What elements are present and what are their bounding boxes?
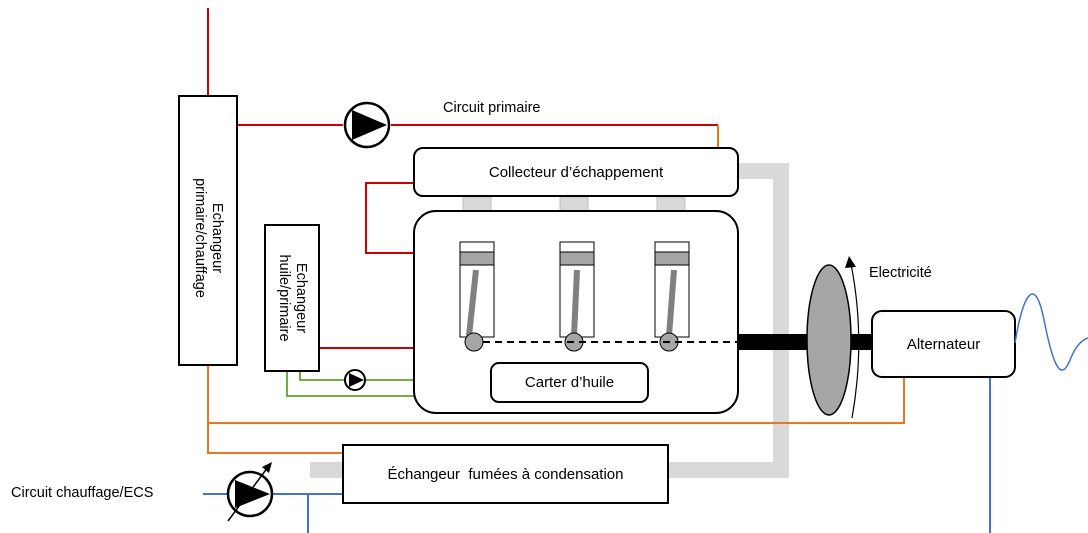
echangeur-huile-label-line2: huile/primaire xyxy=(276,254,292,342)
exhaust-port-3 xyxy=(656,196,686,212)
carter-label: Carter d’huile xyxy=(524,374,615,391)
echangeur-primaire-box xyxy=(178,95,238,366)
heating-circuit-pipes xyxy=(203,377,991,533)
echangeur-fumees-box xyxy=(342,444,669,504)
echangeur-huile-label-line1: Echangeur xyxy=(293,262,309,334)
piston-2 xyxy=(559,241,595,352)
echangeur-primaire-label-line1: Echangeur xyxy=(209,202,225,274)
electricite-label: Electricité xyxy=(869,265,932,281)
hot-circuit-pipes xyxy=(207,125,905,454)
electricity-wave-icon xyxy=(1014,293,1088,371)
echangeur-fumees-label: Échangeur fumées à condensation xyxy=(387,465,624,483)
alternateur-box xyxy=(871,310,1016,378)
circuit-primaire-label: Circuit primaire xyxy=(443,100,541,116)
echangeur-huile-box xyxy=(264,224,320,372)
piston-1 xyxy=(459,241,495,352)
collecteur-label: Collecteur d’échappement xyxy=(488,163,664,181)
collecteur-box xyxy=(413,147,739,197)
carter-box xyxy=(490,362,649,403)
output-shaft xyxy=(738,334,872,350)
rotation-arrow-icon xyxy=(850,263,860,419)
flywheel xyxy=(806,264,852,416)
exhaust-port-1 xyxy=(462,196,492,212)
oil-pump-icon xyxy=(344,369,366,391)
echangeur-primaire-label-line2: primaire/chauffage xyxy=(192,178,208,298)
variable-pump-icon xyxy=(226,462,274,522)
primary-circuit-pipes xyxy=(207,8,718,349)
primary-pump-icon xyxy=(343,101,391,149)
circuit-chauffage-label: Circuit chauffage/ECS xyxy=(11,485,154,501)
echangeur-huile-label: Echangeur huile/primaire xyxy=(275,248,309,348)
rotation-arrowhead-icon xyxy=(845,256,856,268)
piston-3 xyxy=(654,241,690,352)
exhaust-port-2 xyxy=(559,196,589,212)
echangeur-primaire-label: Echangeur primaire/chauffage xyxy=(191,168,225,308)
alternateur-label: Alternateur xyxy=(906,335,981,353)
exhaust-duct xyxy=(310,163,789,478)
